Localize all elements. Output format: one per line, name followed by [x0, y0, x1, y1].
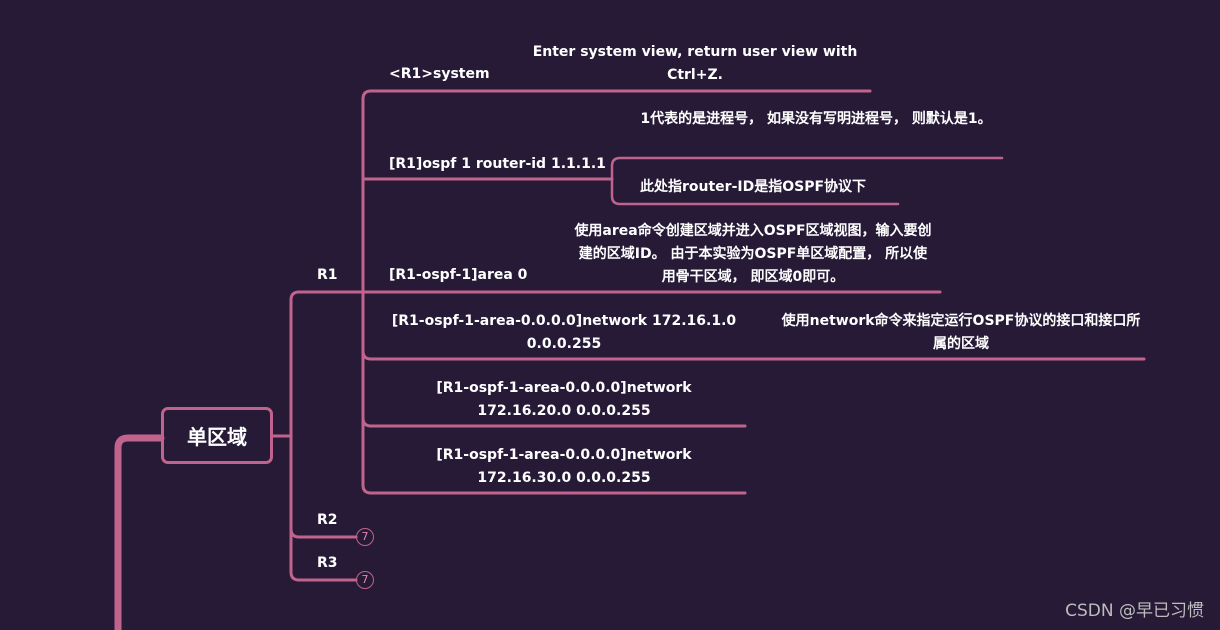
trunk-branch — [114, 434, 165, 630]
branch-cmd-network-30 — [361, 290, 747, 495]
branch-note-process-id — [610, 156, 1004, 181]
cmd-ospf-router-id[interactable]: [R1]ospf 1 router-id 1.1.1.1 — [389, 156, 606, 172]
root-label: 单区域 — [187, 425, 247, 449]
collapse-badge-r2[interactable]: 7 — [356, 528, 374, 546]
cmd-network-30[interactable]: [R1-ospf-1-area-0.0.0.0]network 172.16.3… — [436, 447, 692, 486]
cmd-network-20[interactable]: [R1-ospf-1-area-0.0.0.0]network 172.16.2… — [436, 380, 692, 419]
branch-r3 — [289, 434, 358, 582]
root-node[interactable]: 单区域 — [161, 407, 273, 464]
branch-cmd-ospf — [361, 177, 614, 294]
note-router-id[interactable]: 此处指router-ID是指OSPF协议下 — [640, 179, 867, 195]
note-process-id[interactable]: 1代表的是进程号， 如果没有写明进程号， 则默认是1。 — [640, 111, 992, 127]
collapse-badge-r3[interactable]: 7 — [356, 571, 374, 589]
router-node-r2[interactable]: R2 — [317, 512, 338, 528]
branch-r1 — [289, 290, 349, 438]
router-node-r1[interactable]: R1 — [317, 267, 338, 283]
note-network[interactable]: 使用network命令来指定运行OSPF协议的接口和接口所属的区域 — [781, 313, 1141, 352]
cmd-network-1[interactable]: [R1-ospf-1-area-0.0.0.0]network 172.16.1… — [391, 313, 737, 352]
cmd-system[interactable]: <R1>system — [389, 66, 490, 82]
watermark: CSDN @早已习惯 — [1065, 601, 1204, 621]
router-node-r3[interactable]: R3 — [317, 555, 338, 571]
cmd-area[interactable]: [R1-ospf-1]area 0 — [389, 267, 528, 283]
note-system-view[interactable]: Enter system view, return user view with… — [532, 44, 858, 83]
note-area[interactable]: 使用area命令创建区域并进入OSPF区域视图，输入要创建的区域ID。 由于本实… — [574, 223, 932, 285]
branch-note-router-id — [610, 177, 900, 206]
branch-cmd-system — [361, 89, 872, 294]
